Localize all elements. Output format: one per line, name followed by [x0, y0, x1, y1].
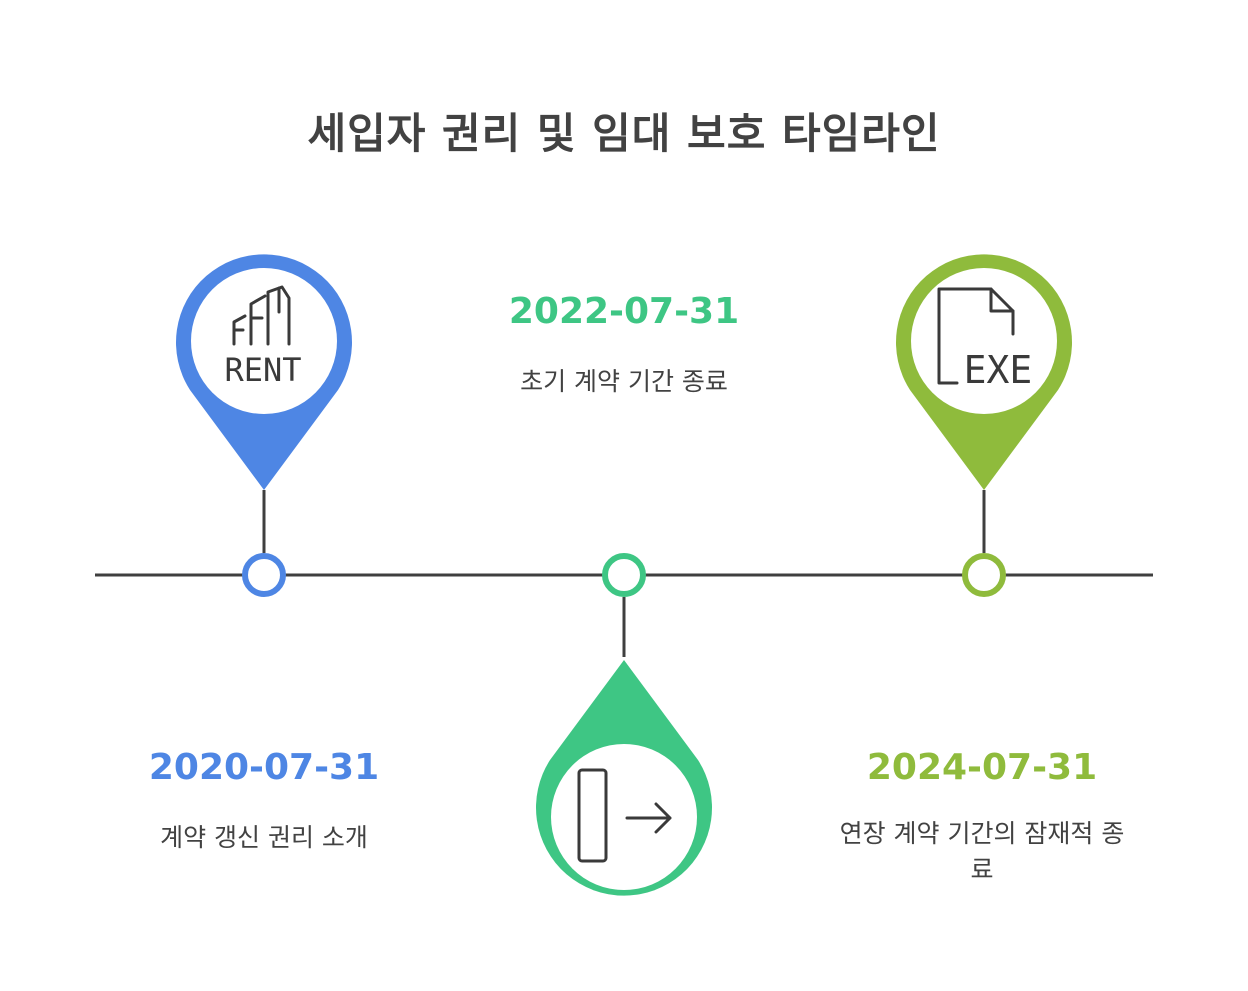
pin-2022 [536, 660, 712, 896]
rent-icon-label: RENT [224, 351, 301, 389]
node-2024 [962, 553, 1006, 597]
event-desc-2024: 연장 계약 기간의 잠재적 종료 [839, 819, 1125, 884]
exit-door-icon [577, 768, 672, 863]
pin-2020 [176, 254, 352, 490]
rent-building-icon [232, 285, 291, 346]
event-desc-2020: 계약 갱신 권리 소개 [160, 823, 368, 852]
page-title: 세입자 권리 및 임대 보호 타임라인 [307, 109, 941, 158]
event-date-2024: 2024-07-31 [866, 747, 1098, 788]
event-date-2020: 2020-07-31 [148, 747, 380, 788]
event-desc-2022: 초기 계약 기간 종료 [520, 367, 728, 396]
event-date-2022: 2022-07-31 [508, 291, 740, 332]
node-2020 [242, 553, 286, 597]
exe-icon-label: EXE [964, 348, 1033, 392]
node-2022 [602, 553, 646, 597]
exe-file-icon [937, 287, 1015, 385]
